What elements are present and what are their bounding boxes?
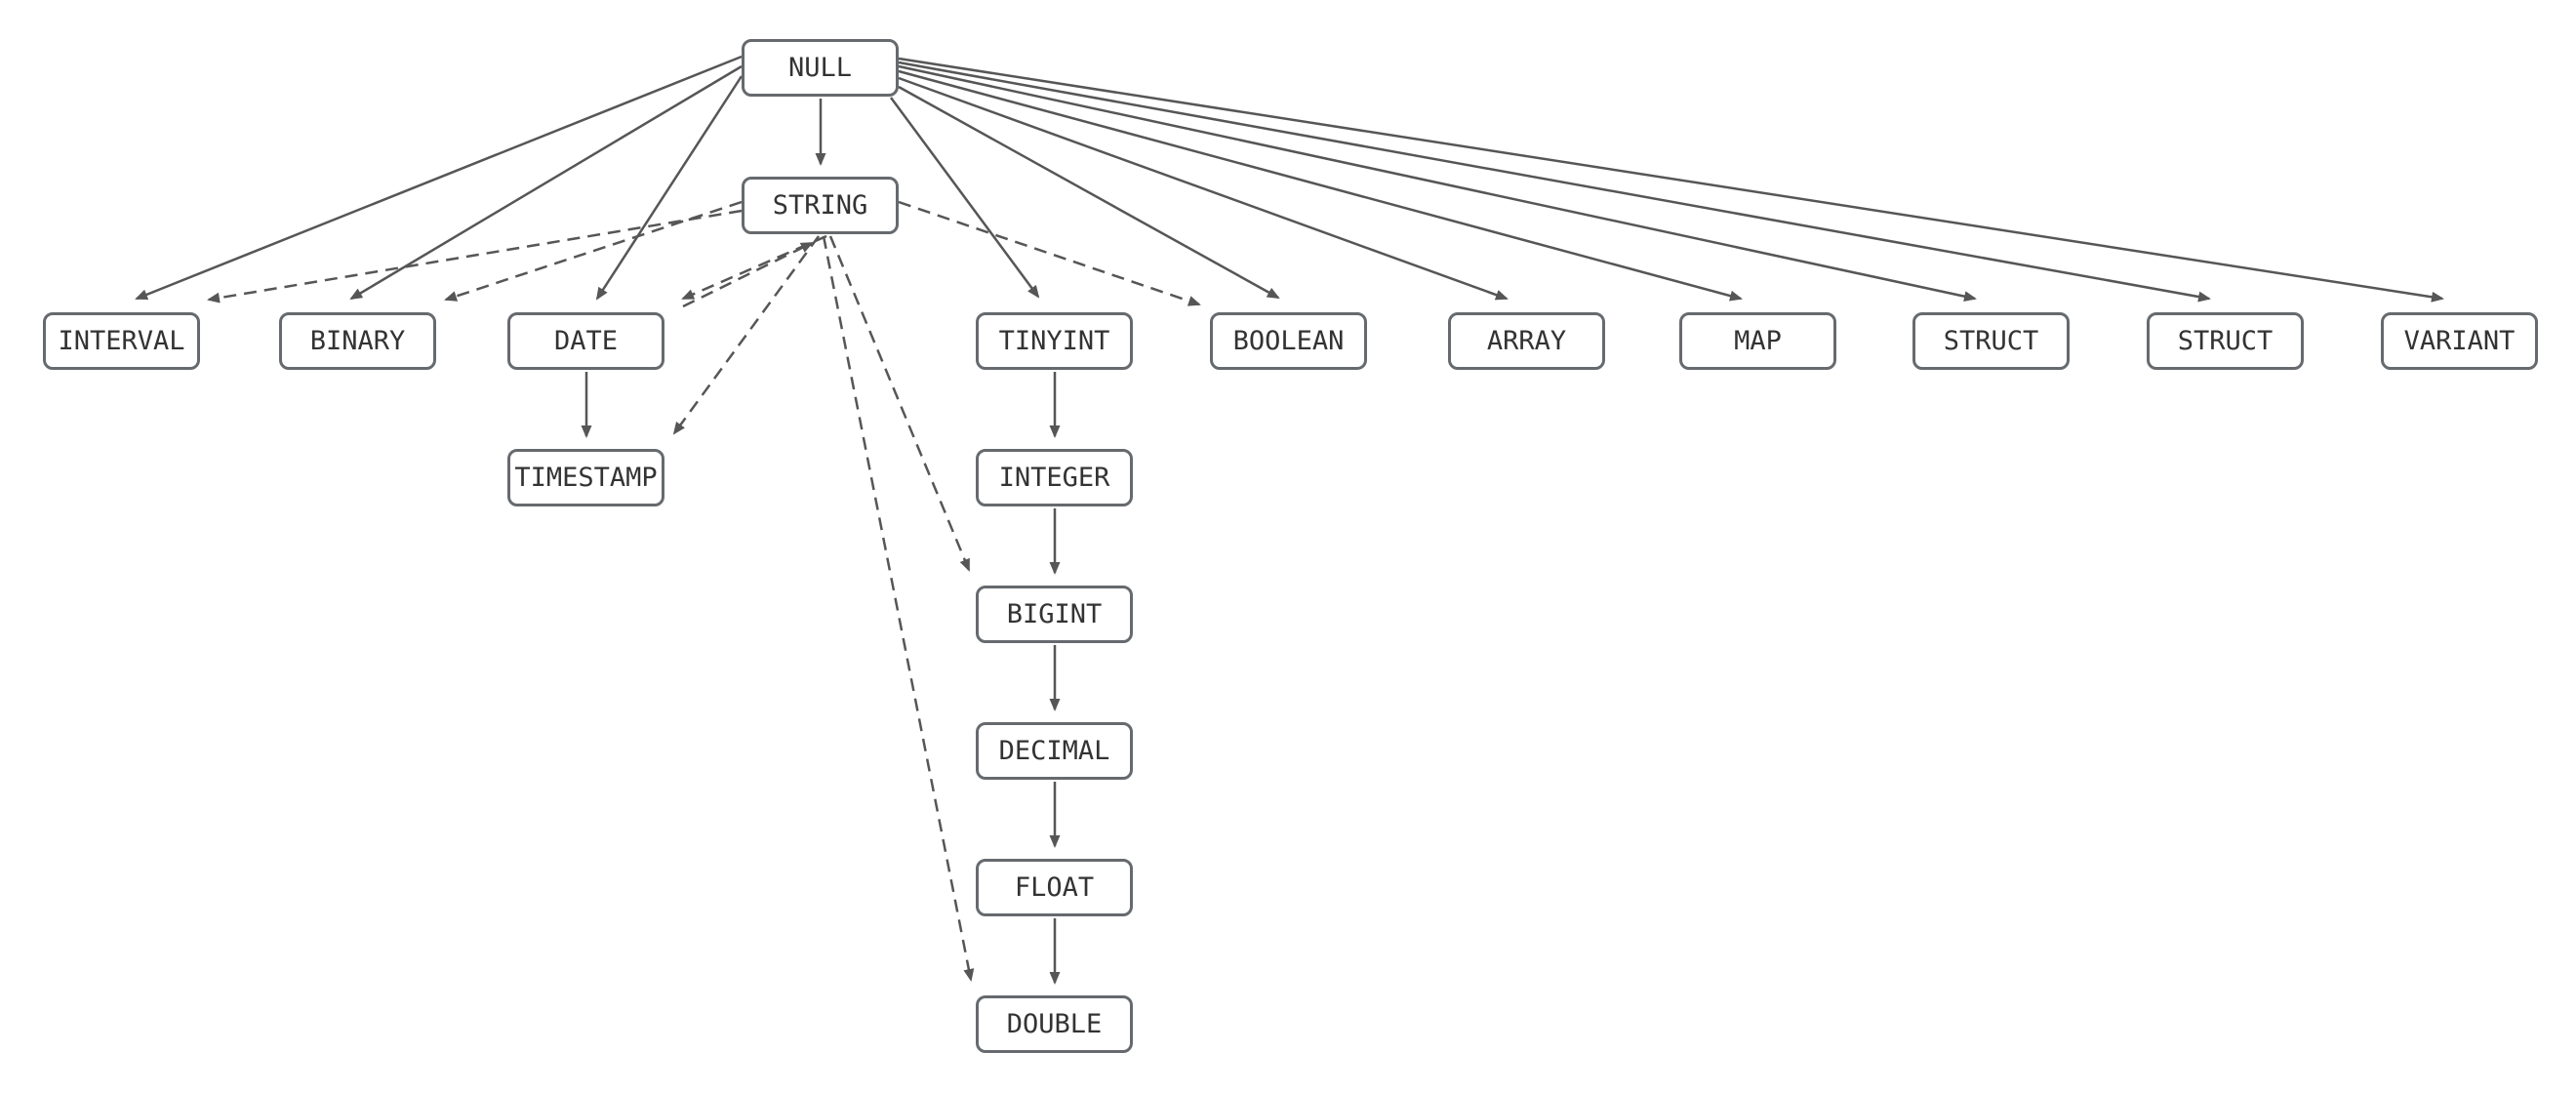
- edge-string-timestamp: [672, 235, 821, 435]
- node-label: TIMESTAMP: [514, 463, 658, 493]
- node-date: DATE: [507, 312, 664, 370]
- node-label: BOOLEAN: [1232, 326, 1345, 356]
- edge-string-binary: [444, 200, 743, 302]
- edge-null-struct2: [898, 61, 2211, 303]
- node-timestamp: TIMESTAMP: [507, 449, 664, 506]
- node-boolean: BOOLEAN: [1210, 312, 1367, 370]
- edge-null-map: [898, 69, 1743, 302]
- edge-string-interval: [207, 209, 743, 304]
- node-binary: BINARY: [279, 312, 436, 370]
- node-float: FLOAT: [976, 859, 1133, 916]
- node-interval: INTERVAL: [43, 312, 200, 370]
- node-struct-2: STRUCT: [2147, 312, 2304, 370]
- node-label: DATE: [553, 326, 619, 356]
- node-double: DOUBLE: [976, 995, 1133, 1053]
- edge-null-tinyint: [889, 97, 1040, 299]
- node-tinyint: TINYINT: [976, 312, 1133, 370]
- edge-null-boolean: [898, 85, 1280, 300]
- edge-null-binary: [349, 64, 743, 301]
- node-map: MAP: [1679, 312, 1836, 370]
- node-label: BINARY: [309, 326, 406, 356]
- node-label: DECIMAL: [998, 736, 1110, 766]
- edge-null-array: [898, 76, 1509, 301]
- node-string: STRING: [742, 177, 899, 234]
- edge-string-double: [822, 235, 975, 982]
- node-label: FLOAT: [1014, 872, 1095, 903]
- node-label: BIGINT: [1006, 599, 1103, 629]
- node-label: STRING: [772, 190, 868, 221]
- node-label: NULL: [787, 53, 853, 83]
- node-array: ARRAY: [1448, 312, 1605, 370]
- edge-null-struct1: [898, 64, 1977, 303]
- node-label: ARRAY: [1486, 326, 1567, 356]
- edge-string-date: [681, 234, 827, 301]
- node-label: VARIANT: [2403, 326, 2516, 356]
- node-decimal: DECIMAL: [976, 722, 1133, 780]
- edge-string-boolean: [898, 200, 1201, 306]
- node-struct-1: STRUCT: [1912, 312, 2070, 370]
- node-null: NULL: [742, 39, 899, 97]
- edge-null-date: [595, 75, 744, 301]
- node-label: MAP: [1734, 326, 1782, 356]
- edge-string-bigint: [828, 235, 971, 572]
- edge-date-string: [682, 241, 814, 308]
- node-label: INTEGER: [998, 463, 1110, 493]
- node-label: DOUBLE: [1006, 1009, 1103, 1039]
- node-label: INTERVAL: [58, 326, 185, 356]
- node-label: STRUCT: [1943, 326, 2039, 356]
- node-bigint: BIGINT: [976, 586, 1133, 643]
- node-label: STRUCT: [2177, 326, 2274, 356]
- edge-null-variant: [898, 57, 2444, 303]
- edge-null-interval: [135, 55, 743, 301]
- node-integer: INTEGER: [976, 449, 1133, 506]
- node-label: TINYINT: [998, 326, 1110, 356]
- node-variant: VARIANT: [2381, 312, 2538, 370]
